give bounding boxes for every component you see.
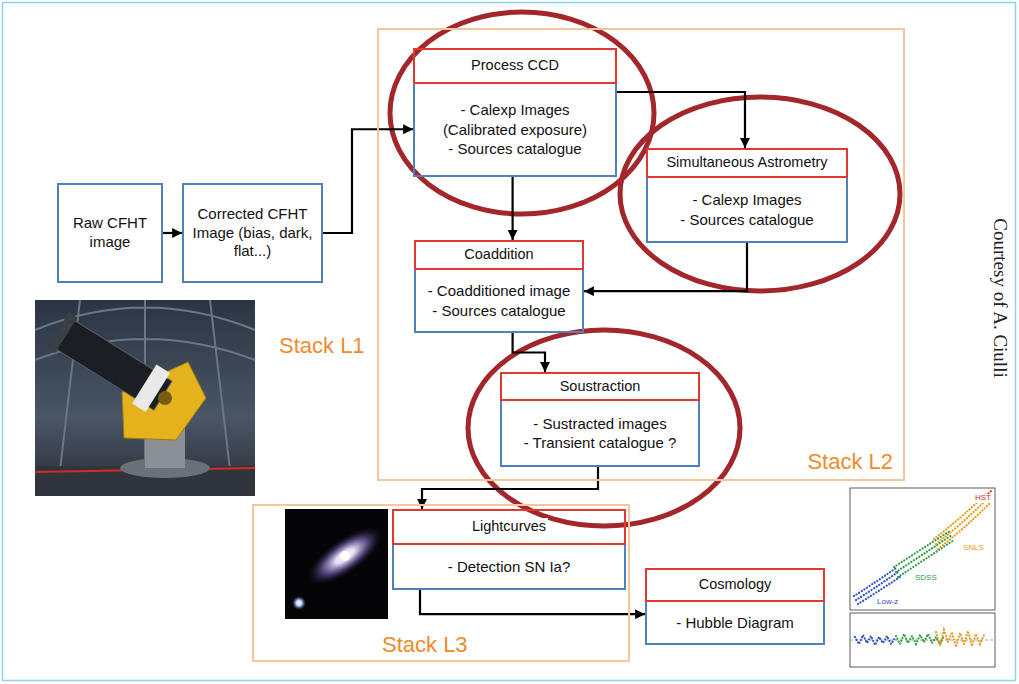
input-box: Raw CFHT image <box>57 183 163 283</box>
step-body: - Sustracted images- Transient catalogue… <box>500 401 700 467</box>
stack-label: Stack L1 <box>278 334 366 358</box>
stage-label: Stack L3 <box>380 632 470 658</box>
step-item: - Sources catalogue <box>678 210 815 230</box>
plot-series-label: SDSS <box>914 574 938 583</box>
process-box: Lightcurves - Detection SN Ia? <box>392 509 626 590</box>
snls-residuals <box>936 630 984 647</box>
frame-border <box>3 3 1016 681</box>
process-box: Process CCD - Calexp Images (Calibrated e… <box>413 48 617 177</box>
dome-background <box>35 300 255 496</box>
step-item: - Calexp Images (Calibrated exposure) <box>421 100 609 139</box>
process-box: Cosmology - Hubble Diagram <box>645 568 825 645</box>
input-box: Corrected CFHT Image (bias, dark, flat..… <box>182 183 323 283</box>
flow-arrow <box>323 129 413 233</box>
step-title: Cosmology <box>697 576 774 593</box>
flow-arrow <box>513 333 545 372</box>
highlight-ellipses <box>390 12 900 526</box>
tube-aperture <box>47 312 78 353</box>
step-item: - Sources catalogue <box>446 139 583 159</box>
stage-region: Stack L3 Lightcurves - Detection SN Ia? <box>252 504 630 662</box>
step-body: - Coadditioned image- Sources catalogue <box>414 270 584 333</box>
galaxy-core <box>340 551 350 561</box>
step-title: Lightcurves <box>470 518 548 535</box>
process-box: Coaddition - Coadditioned image- Sources … <box>414 240 584 333</box>
step-title: Soustraction <box>558 378 643 395</box>
hubble-diagram-plot <box>838 485 1000 670</box>
step-title: Coaddition <box>462 246 535 263</box>
flow-arrow <box>511 177 513 240</box>
plot-series-label: Low-z <box>876 598 899 607</box>
dome-ribs <box>35 300 255 470</box>
sdss-points <box>894 531 954 577</box>
process-box: Simultaneous Astrometry - Calexp Images- … <box>646 148 848 243</box>
step-item: - Transient catalogue ? <box>522 433 679 453</box>
step-item: - Coadditioned image <box>426 281 573 301</box>
telescope-photo <box>35 300 255 496</box>
step-body: - Hubble Diagram <box>645 602 825 645</box>
step-title: Simultaneous Astrometry <box>664 154 829 171</box>
step-header: Soustraction <box>500 372 700 401</box>
step-item: - Hubble Diagram <box>674 613 796 633</box>
plot-background <box>838 485 1000 670</box>
highlight-ellipse <box>620 97 900 291</box>
step-header: Cosmology <box>645 568 825 602</box>
credit-note: Courtesy of A. Ciulli <box>990 217 1011 378</box>
step-header: Process CCD <box>413 48 617 84</box>
flow-arrow <box>163 232 182 234</box>
galaxy-disk <box>299 517 391 595</box>
plot-axes <box>850 488 995 610</box>
step-body: - Calexp Images (Calibrated exposure)- S… <box>413 84 617 177</box>
step-body: - Calexp Images- Sources catalogue <box>646 178 848 243</box>
galaxy-photo <box>285 509 391 619</box>
stage-label: Stack L2 <box>805 449 895 475</box>
plot-series-label: HST <box>974 494 992 503</box>
supernova-point <box>292 596 306 610</box>
step-item: - Calexp Images <box>690 190 803 210</box>
residual-axes <box>850 613 995 667</box>
highlight-ellipse <box>468 330 740 526</box>
stage-region: Stack L2 Process CCD - Calexp Images (Cali… <box>377 28 905 481</box>
flow-arrow <box>420 590 645 614</box>
box-label: Raw CFHT image <box>63 214 157 252</box>
box-label: Corrected CFHT Image (bias, dark, flat..… <box>188 205 317 261</box>
flow-arrow <box>422 467 598 509</box>
lowz-residuals <box>855 635 895 645</box>
flow-arrow <box>617 92 745 148</box>
step-body: - Detection SN Ia? <box>392 545 626 590</box>
step-item: - Sources catalogue <box>430 301 567 321</box>
step-header: Coaddition <box>414 240 584 270</box>
step-header: Lightcurves <box>392 509 626 545</box>
step-header: Simultaneous Astrometry <box>646 148 848 178</box>
mount-axis <box>158 391 172 405</box>
flow-arrow <box>584 243 747 291</box>
step-title: Process CCD <box>469 57 561 74</box>
plot-series-label: SNLS <box>962 544 985 553</box>
process-box: Soustraction - Sustracted images- Transie… <box>500 372 700 467</box>
highlight-ellipse <box>390 12 654 214</box>
step-item: - Sustracted images <box>531 414 668 434</box>
step-item: - Detection SN Ia? <box>446 557 573 577</box>
